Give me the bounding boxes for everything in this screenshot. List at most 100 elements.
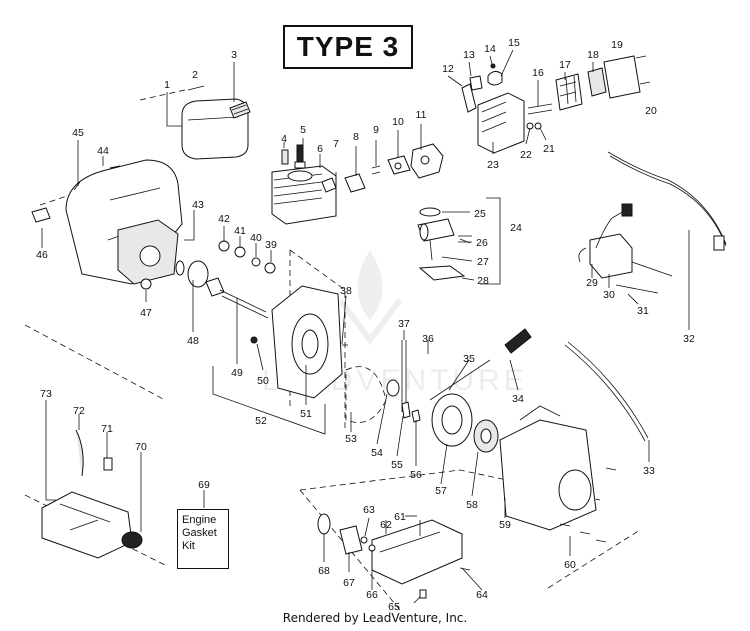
callout-37: 37 xyxy=(398,318,410,330)
part-50 xyxy=(250,336,258,344)
callout-45: 45 xyxy=(72,127,84,139)
starter-handle-34 xyxy=(504,328,532,354)
part-7 xyxy=(321,177,337,193)
recoil-spring-58 xyxy=(473,419,499,453)
oring-48 xyxy=(187,260,209,288)
callout-4: 4 xyxy=(281,133,287,145)
part-68 xyxy=(317,513,331,535)
callout-24: 24 xyxy=(510,222,522,234)
callout-33: 33 xyxy=(643,465,655,477)
starter-housing-59 xyxy=(499,405,597,531)
callout-25: 25 xyxy=(474,208,486,220)
callout-62: 62 xyxy=(380,519,392,531)
kit-line-2: Gasket xyxy=(182,527,217,539)
callout-20: 20 xyxy=(645,105,657,117)
callout-29: 29 xyxy=(586,277,598,289)
throttle-cable-33 xyxy=(564,344,646,442)
callout-16: 16 xyxy=(532,67,544,79)
handle-73 xyxy=(41,491,133,559)
seal-47 xyxy=(140,278,152,290)
callout-9: 9 xyxy=(373,124,379,136)
callout-73: 73 xyxy=(40,388,52,400)
filter-cover-19 xyxy=(603,55,641,99)
callout-23: 23 xyxy=(487,159,499,171)
callout-46: 46 xyxy=(36,249,48,261)
callout-65: 65 xyxy=(388,601,400,613)
callout-60: 60 xyxy=(564,559,576,571)
callout-61: 61 xyxy=(394,511,406,523)
callout-68: 68 xyxy=(318,565,330,577)
part-72 xyxy=(75,429,84,477)
callout-3: 3 xyxy=(231,49,237,61)
part-8 xyxy=(344,173,366,193)
pin-37 xyxy=(401,340,407,412)
callout-28: 28 xyxy=(477,275,489,287)
callout-21: 21 xyxy=(543,143,555,155)
screw-19 xyxy=(635,55,647,59)
part-15 xyxy=(487,70,503,86)
part-44 xyxy=(109,165,121,169)
callout-64: 64 xyxy=(476,589,488,601)
part-71 xyxy=(103,457,113,471)
air-filter-housing xyxy=(477,92,525,154)
callout-19: 19 xyxy=(611,39,623,51)
callout-35: 35 xyxy=(463,353,475,365)
callout-69: 69 xyxy=(198,479,210,491)
callout-17: 17 xyxy=(559,59,571,71)
type-label-box: TYPE 3 xyxy=(283,25,413,69)
callout-31: 31 xyxy=(637,305,649,317)
crankcase-half-51 xyxy=(271,285,343,399)
callout-57: 57 xyxy=(435,485,447,497)
part-65 xyxy=(419,589,427,599)
footer-credit: Rendered by LeadVenture, Inc. xyxy=(282,611,468,625)
part-56 xyxy=(411,409,421,423)
callout-56: 56 xyxy=(410,469,422,481)
callout-42: 42 xyxy=(218,213,230,225)
callout-14: 14 xyxy=(484,43,496,55)
callout-48: 48 xyxy=(187,335,199,347)
callout-15: 15 xyxy=(508,37,520,49)
callout-58: 58 xyxy=(466,499,478,511)
callout-7: 7 xyxy=(333,138,339,150)
callout-13: 13 xyxy=(463,49,475,61)
callout-52: 52 xyxy=(255,415,267,427)
callout-39: 39 xyxy=(265,239,277,251)
callout-59: 59 xyxy=(499,519,511,531)
callout-34: 34 xyxy=(512,393,524,405)
washer-21 xyxy=(534,122,542,130)
watermark-logo xyxy=(337,250,403,345)
kit-line-3: Kit xyxy=(182,540,195,552)
callout-27: 27 xyxy=(477,256,489,268)
callout-70: 70 xyxy=(135,441,147,453)
callout-41: 41 xyxy=(234,225,246,237)
callout-44: 44 xyxy=(97,145,109,157)
callout-66: 66 xyxy=(366,589,378,601)
callout-51: 51 xyxy=(300,408,312,420)
screws-9 xyxy=(371,165,381,175)
callout-40: 40 xyxy=(250,232,262,244)
callout-30: 30 xyxy=(603,289,615,301)
part-14 xyxy=(490,63,496,69)
starter-rope-35 xyxy=(429,359,491,401)
callout-11: 11 xyxy=(416,109,427,121)
part-13 xyxy=(469,75,483,91)
callout-50: 50 xyxy=(257,375,269,387)
callout-12: 12 xyxy=(442,63,454,75)
part-70 xyxy=(121,531,143,549)
callout-53: 53 xyxy=(345,433,357,445)
carburetor xyxy=(410,143,444,179)
filter-18 xyxy=(587,67,607,97)
part-67 xyxy=(339,525,363,555)
callout-43: 43 xyxy=(192,199,204,211)
kit-line-1: Engine xyxy=(182,514,217,526)
callout-54: 54 xyxy=(371,447,383,459)
ignition-module xyxy=(578,203,673,294)
part-4 xyxy=(281,149,289,165)
callout-22: 22 xyxy=(520,149,532,161)
spark-plug xyxy=(294,144,306,169)
engine-gasket-kit-box: Engine Gasket Kit xyxy=(177,509,229,569)
leader-lines xyxy=(41,49,690,604)
callout-49: 49 xyxy=(231,367,243,379)
starter-pulley-57 xyxy=(431,393,473,447)
